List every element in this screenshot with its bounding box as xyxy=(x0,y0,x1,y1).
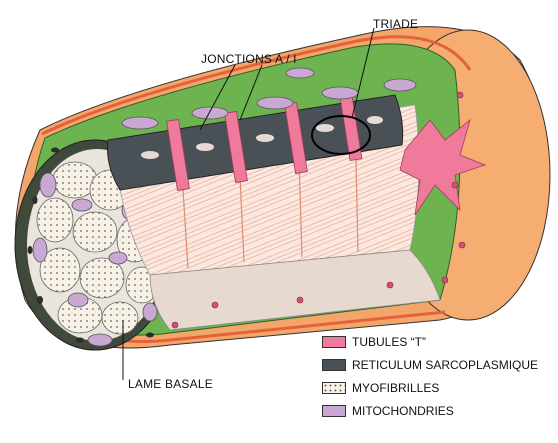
legend-swatch xyxy=(322,381,346,394)
t-tubule-network-end xyxy=(399,118,487,216)
mitochondria-longitudinal xyxy=(121,67,417,130)
legend-swatch xyxy=(322,358,346,371)
label-lame-basale: LAME BASALE xyxy=(128,377,213,391)
triade-leader xyxy=(351,27,375,119)
junctions-leader-1 xyxy=(199,64,236,131)
sarcolemma-red-band xyxy=(41,35,472,136)
junctions-leader-2 xyxy=(239,64,263,121)
label-triade: TRIADE xyxy=(373,17,419,31)
legend-swatch xyxy=(322,404,346,417)
legend-item-myofibrils: MYOFIBRILLES xyxy=(322,376,554,399)
legend-label: RETICULUM SARCOPLASMIQUE xyxy=(352,357,539,372)
legend-label: MYOFIBRILLES xyxy=(352,380,440,395)
pink-vesicles xyxy=(171,91,466,329)
nuclei-dots xyxy=(27,147,154,343)
t-tubules xyxy=(166,94,363,191)
legend: TUBULES “T” RETICULUM SARCOPLASMIQUE MYO… xyxy=(322,330,554,422)
legend-label: MITOCHONDRIES xyxy=(352,403,454,418)
legend-item-t-tubules: TUBULES “T” xyxy=(322,330,554,353)
legend-item-mitochondria: MITOCHONDRIES xyxy=(322,399,554,422)
legend-label: TUBULES “T” xyxy=(352,334,427,349)
lower-myofibril-shelf xyxy=(149,249,441,331)
legend-item-reticulum: RETICULUM SARCOPLASMIQUE xyxy=(322,353,554,376)
myofibril-cross-sections xyxy=(36,161,159,335)
legend-swatch xyxy=(322,335,346,348)
triade-circle xyxy=(311,115,371,155)
reticulum-holes xyxy=(141,116,383,159)
label-junctions-a-i: JONCTIONS A / I xyxy=(201,52,297,66)
